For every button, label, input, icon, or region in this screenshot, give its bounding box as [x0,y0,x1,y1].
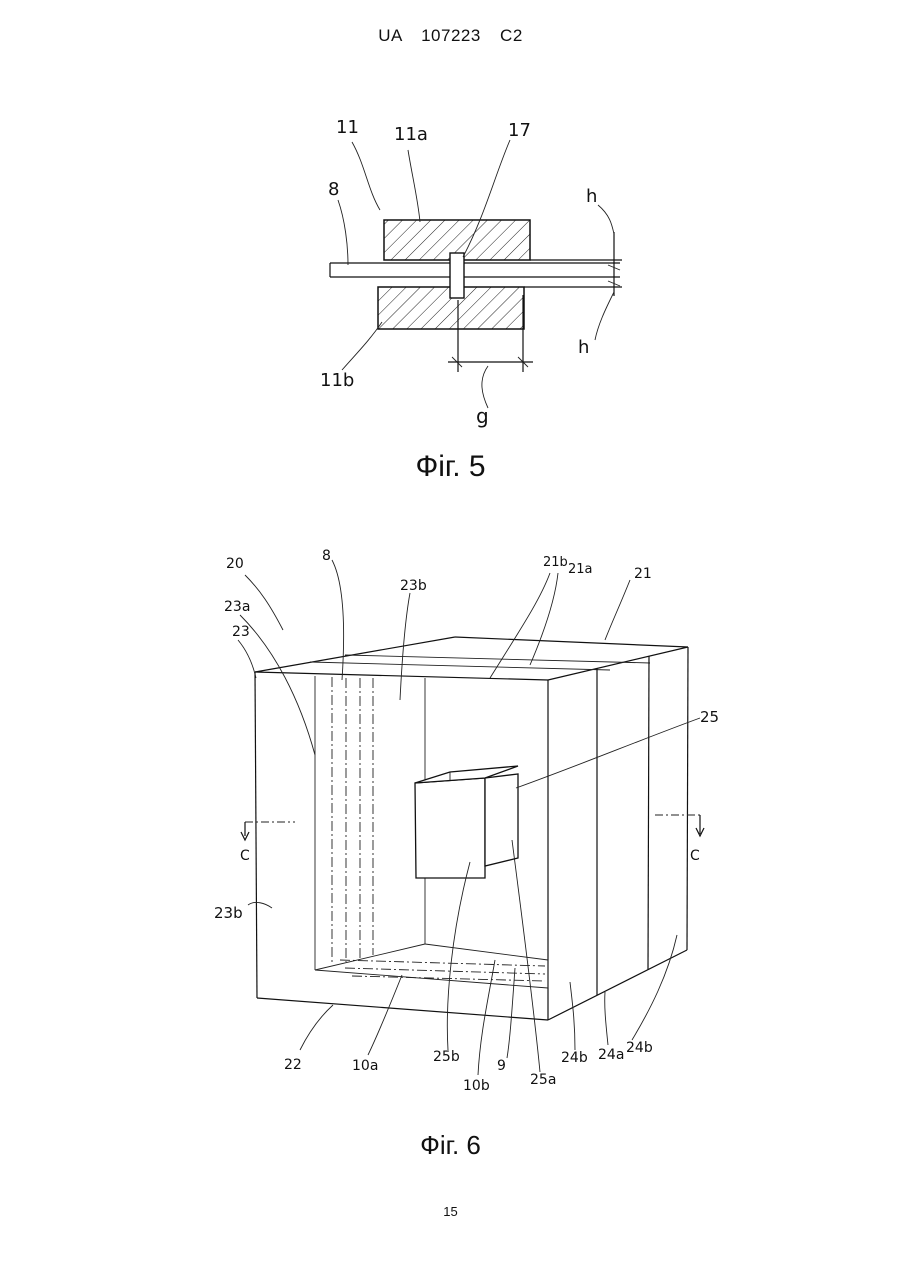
label-23: 23 [232,624,250,640]
label-10a: 10a [352,1058,378,1074]
label-24a: 24a [598,1047,624,1063]
label-23a: 23a [224,599,250,615]
label-21b: 21b [543,555,568,570]
label-c-left: C [240,848,250,864]
block-25 [415,766,518,878]
label-c-right: C [690,848,700,864]
figure-6-caption: Фіг. 6 [0,1130,901,1161]
label-9: 9 [497,1058,506,1074]
label-25a: 25a [530,1072,556,1088]
label-23b-left: 23b [214,904,243,922]
label-22: 22 [284,1057,302,1073]
label-10b: 10b [463,1078,490,1094]
label-20: 20 [226,556,244,572]
page-number: 15 [0,1204,901,1219]
label-23b-top: 23b [400,578,427,594]
label-21: 21 [634,566,652,582]
label-8: 8 [322,548,331,564]
label-24b-b: 24b [626,1040,653,1056]
label-25: 25 [700,708,719,726]
label-24b-a: 24b [561,1050,588,1066]
label-21a: 21a [568,562,593,577]
label-25b: 25b [433,1049,460,1065]
